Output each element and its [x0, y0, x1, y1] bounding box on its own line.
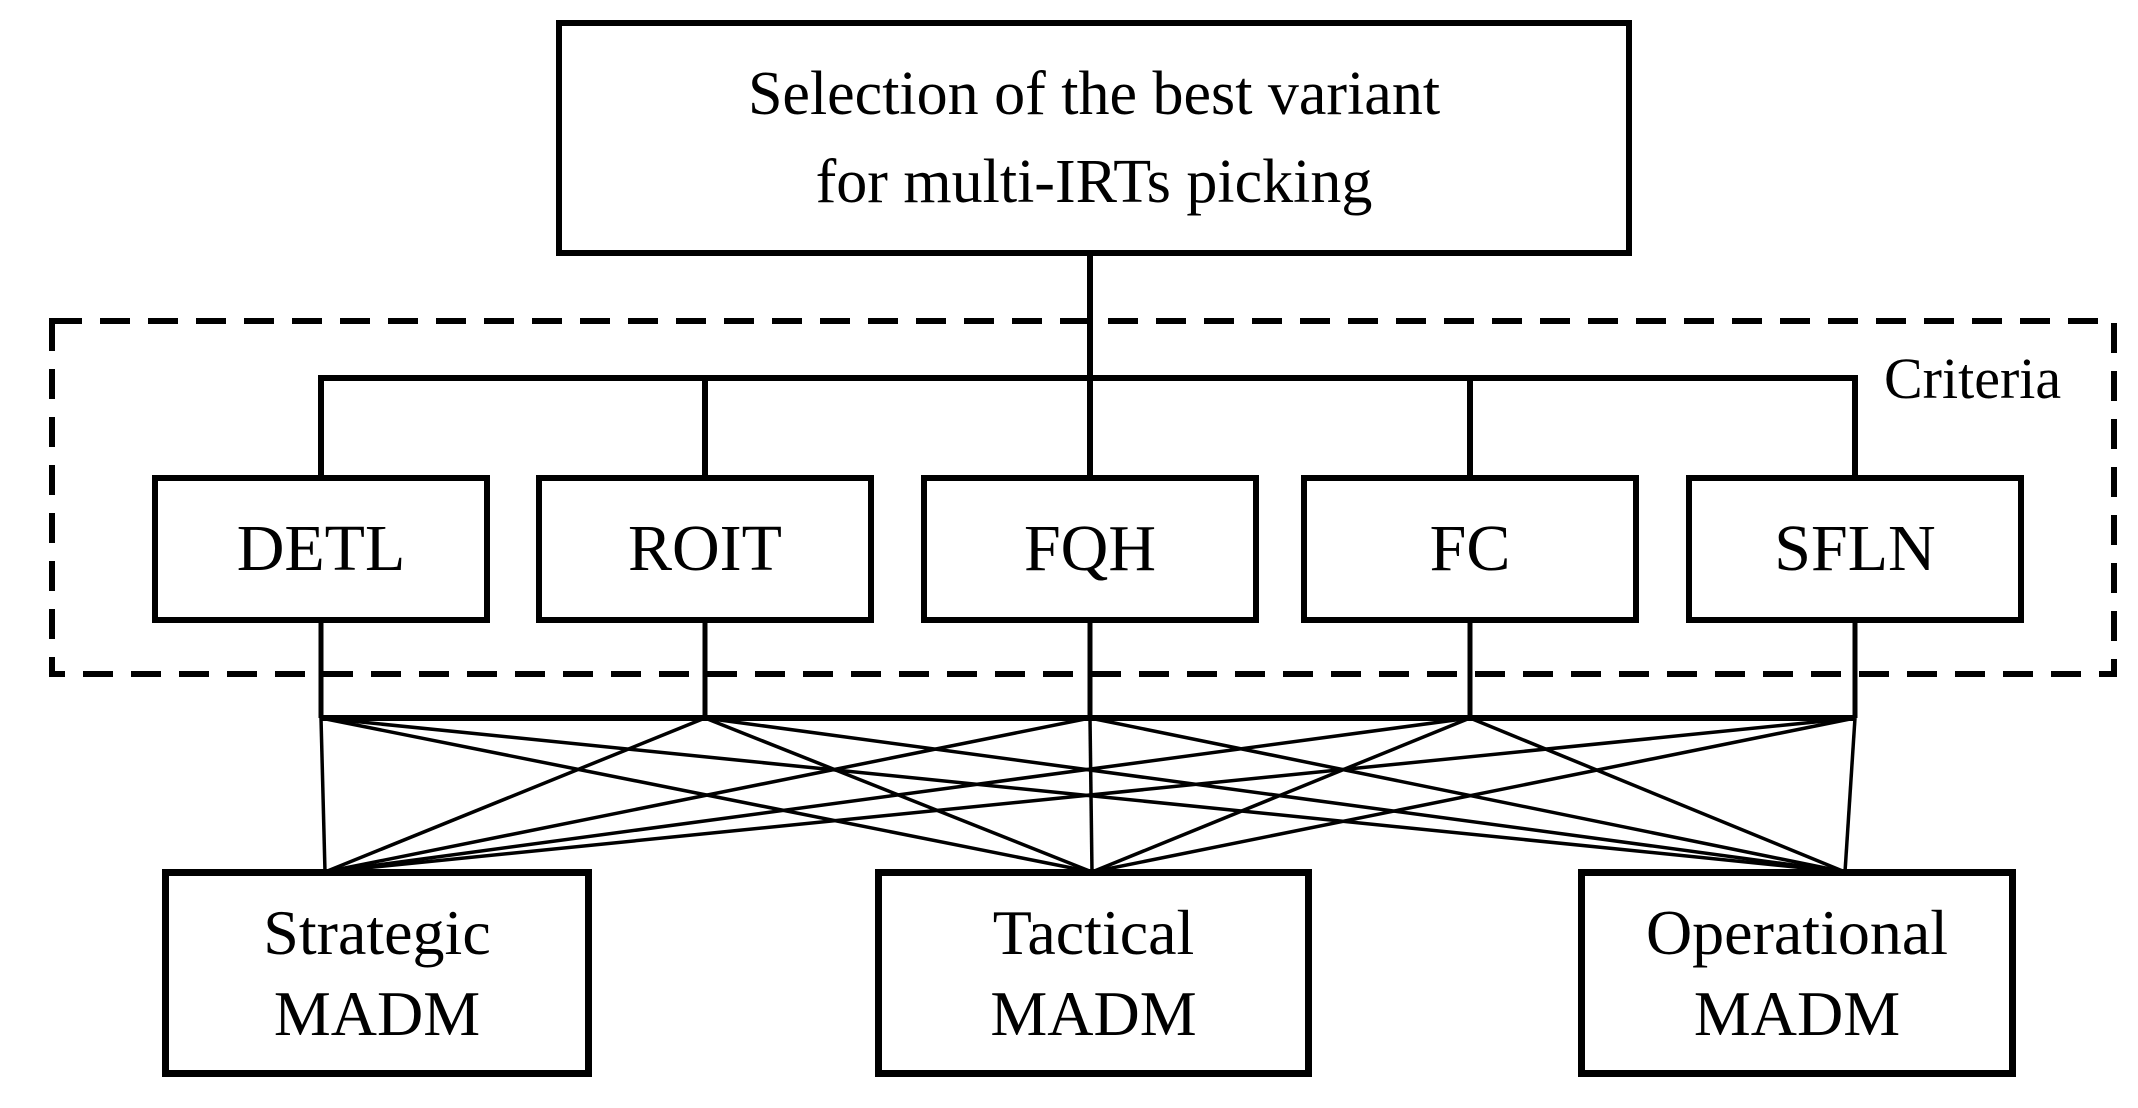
edge-roit-operational — [704, 716, 1846, 874]
criterion-node-sfln: SFLN — [1686, 475, 2024, 623]
criterion-node-roit: ROIT — [536, 475, 874, 623]
edge-sfln-strategic — [324, 716, 1856, 874]
alternative-label-strategic: Strategic MADM — [263, 896, 491, 1049]
alternative-node-tactical: Tactical MADM — [875, 869, 1312, 1077]
goal-label: Selection of the best variant for multi-… — [747, 59, 1441, 216]
edge-detl-strategic — [319, 717, 327, 873]
edge-fqh-strategic — [324, 716, 1091, 874]
criterion-label-sfln: SFLN — [1774, 511, 1936, 585]
goal-node: Selection of the best variant for multi-… — [556, 20, 1632, 256]
alternative-label-tactical: Tactical MADM — [990, 896, 1197, 1049]
edge-fc-operational — [1469, 716, 1846, 874]
edge-sfln-tactical — [1091, 716, 1856, 874]
criterion-label-fqh: FQH — [1023, 511, 1157, 585]
edge-fc-strategic — [324, 716, 1471, 874]
criterion-node-fqh: FQH — [921, 475, 1259, 623]
criteria-group-label: Criteria — [1884, 346, 2062, 411]
alternative-node-operational: Operational MADM — [1578, 869, 2016, 1077]
criteria-group-border — [49, 318, 2117, 677]
criterion-label-roit: ROIT — [628, 511, 782, 585]
criterion-label-detl: DETL — [236, 511, 406, 585]
criterion-node-detl: DETL — [152, 475, 490, 623]
edge-sfln-operational — [1843, 717, 1857, 873]
criterion-node-fc: FC — [1301, 475, 1639, 623]
edge-fc-tactical — [1091, 716, 1471, 874]
criterion-label-fc: FC — [1429, 511, 1511, 585]
edge-roit-strategic — [324, 716, 706, 874]
alternative-node-strategic: Strategic MADM — [162, 869, 592, 1077]
alternative-label-operational: Operational MADM — [1645, 896, 1949, 1049]
